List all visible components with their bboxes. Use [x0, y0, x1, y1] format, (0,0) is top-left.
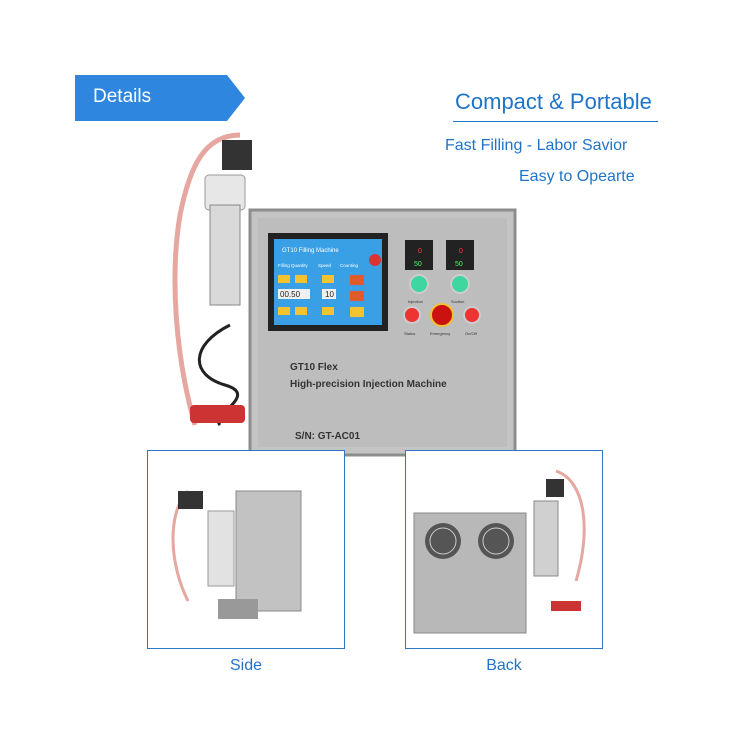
- hose: [172, 132, 241, 426]
- screen-header-counting: Counting: [340, 263, 359, 268]
- pedal-clip: [190, 405, 245, 423]
- machine-serial: S/N: GT-AC01: [295, 431, 360, 442]
- syringe-body: [209, 204, 241, 306]
- screen-quantity-value: 00.50: [280, 290, 301, 299]
- back-view-thumbnail[interactable]: [405, 450, 603, 649]
- machine-model: GT10 Flex: [290, 362, 338, 373]
- status-label: Status: [404, 331, 415, 336]
- banner-label: Details: [93, 86, 152, 107]
- controller-1: [405, 240, 433, 270]
- suction-button: [450, 274, 470, 294]
- banner-shape: [75, 75, 245, 121]
- screen-title: GT10 Filling Machine: [282, 248, 339, 254]
- status-light: [403, 306, 421, 324]
- back-caption: Back: [486, 657, 522, 674]
- screen-header-quantity: Filling Quantity: [278, 263, 309, 268]
- clamp: [222, 140, 252, 170]
- controller-2-bottom: 50: [455, 261, 463, 268]
- emergency-label: Emergency: [430, 331, 450, 336]
- screen-speed-value: 10: [325, 290, 334, 299]
- suction-label: Suction: [451, 299, 464, 304]
- controller-2-top: 0: [459, 248, 463, 255]
- controller-2: [446, 240, 474, 270]
- feature-fast-filling: Fast Filling - Labor Savior: [445, 137, 628, 154]
- side-syringe: [207, 510, 235, 587]
- onoff-button: [463, 306, 481, 324]
- side-caption: Side: [229, 657, 263, 674]
- feature-easy-operate: Easy to Opearte: [519, 168, 635, 185]
- screen-header-speed: Speed: [318, 263, 332, 268]
- headline-underline: [453, 121, 658, 122]
- machine-name: High-precision Injection Machine: [290, 379, 447, 390]
- controller-1-bottom: 50: [414, 261, 422, 268]
- emergency-button: [430, 303, 454, 327]
- details-banner: Details: [75, 75, 245, 121]
- injection-label: Injection: [408, 299, 423, 304]
- side-cabinet: [235, 490, 302, 612]
- headline: Compact & Portable: [455, 89, 652, 114]
- controller-1-top: 0: [418, 248, 422, 255]
- injection-button: [409, 274, 429, 294]
- side-view-thumbnail[interactable]: [147, 450, 345, 649]
- onoff-label: On/Off: [465, 331, 478, 336]
- main-machine-photo: GT10 Filling Machine Filling Quantity Sp…: [150, 125, 530, 470]
